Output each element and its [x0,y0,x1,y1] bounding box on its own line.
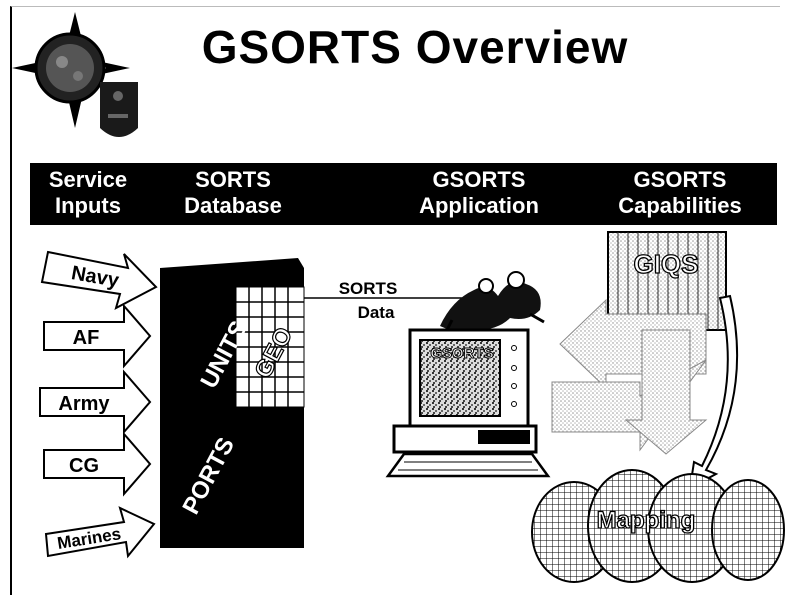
service-input-army-label: Army [58,393,110,415]
header-service-inputs: Service Inputs [48,167,128,218]
service-input-army-arrow: Army [39,369,152,435]
command-seal-logo [12,12,130,128]
slide-title: GSORTS Overview [201,21,629,73]
service-input-af-arrow: AF [43,303,152,369]
sorts-database-block: UNITS GEO PORTS [160,258,305,548]
header-gsorts-capabilities: GSORTS Capabilities [618,167,742,218]
cartoon-figures-illustration [440,271,545,333]
service-input-af-label: AF [73,327,100,349]
mapping-label: Mapping [597,507,696,534]
agency-shield-logo [100,82,138,137]
mapping-globes: Mapping [531,469,785,583]
header-sorts-database: SORTS Database [184,167,282,218]
gsorts-screen-label: GSORTS [430,345,493,362]
sorts-data-label-line2: Data [358,303,395,322]
service-input-marines-arrow: Marines [44,506,156,559]
header-gsorts-application: GSORTS Application [419,167,539,218]
sorts-data-label-line1: SORTS [339,279,398,298]
flow-arrow-down-to-mapping [624,329,708,455]
service-input-navy-arrow: Navy [40,250,158,310]
logo-group [12,12,138,137]
service-input-cg-arrow: CG [43,431,152,497]
slide-frame [10,6,780,595]
geo-grid [235,286,305,408]
service-input-cg-label: CG [69,455,99,477]
gsorts-computer: GSORTS [385,328,551,478]
header-bar [30,163,777,225]
giqs-label: GIQS [633,249,698,279]
